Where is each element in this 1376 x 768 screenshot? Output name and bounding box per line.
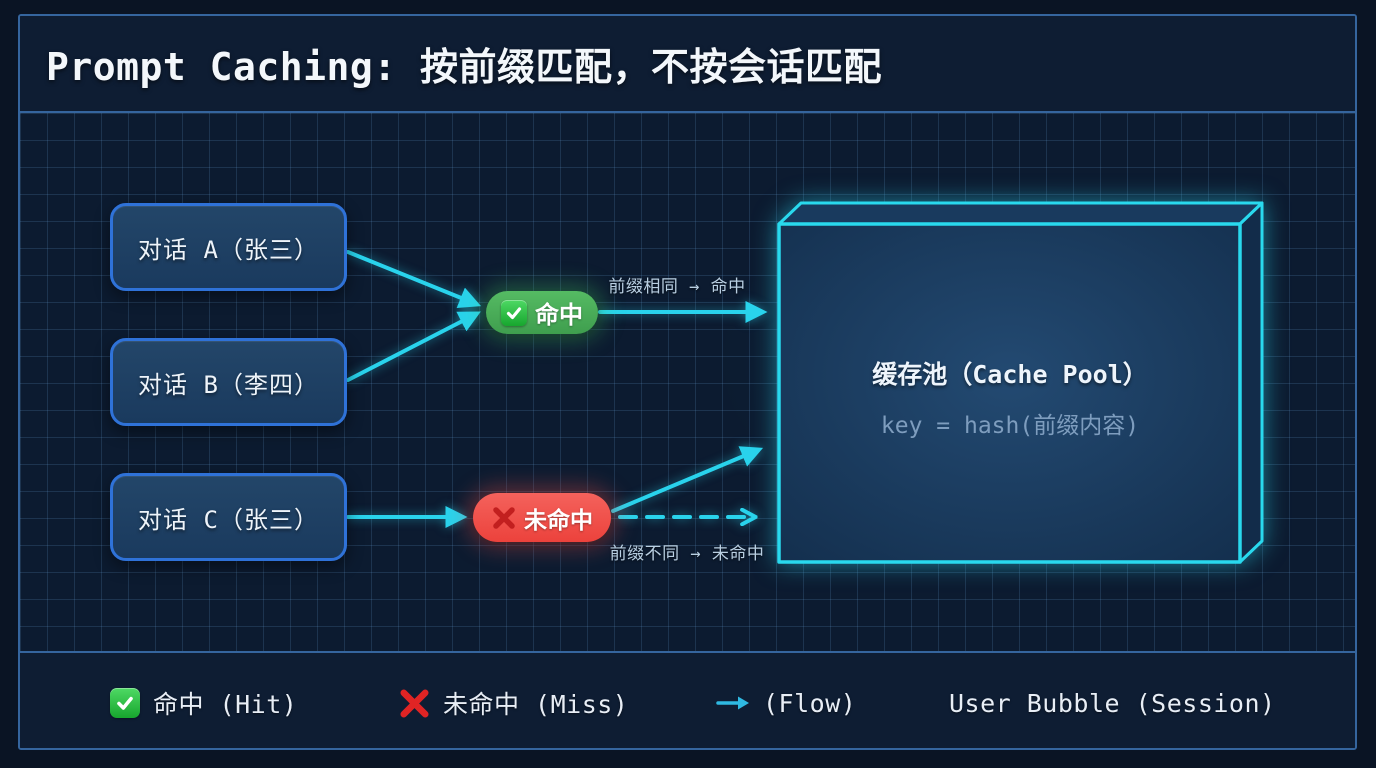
check-icon bbox=[501, 299, 527, 326]
session-box-a-label: 对话 A（张三） bbox=[138, 235, 319, 264]
x-icon bbox=[491, 505, 517, 531]
arrow-miss-to-pool-new bbox=[611, 446, 764, 513]
page-title: Prompt Caching: 按前缀匹配，不按会话匹配 bbox=[46, 45, 883, 89]
session-box-a: 对话 A（张三） bbox=[110, 203, 347, 291]
hit-badge-label: 命中 bbox=[535, 301, 583, 329]
title-bar: Prompt Caching: 按前缀匹配，不按会话匹配 bbox=[20, 16, 1355, 113]
hit-badge: 命中 bbox=[486, 291, 598, 334]
session-box-b: 对话 B（李四） bbox=[110, 338, 347, 426]
check-icon bbox=[110, 688, 140, 718]
flow-arrow-icon bbox=[716, 694, 750, 712]
legend-session-label: User Bubble (Session) bbox=[949, 688, 1276, 718]
cache-pool-title: 缓存池（Cache Pool） bbox=[872, 360, 1148, 389]
cache-pool-box bbox=[777, 201, 1264, 564]
legend-miss-label: 未命中 (Miss) bbox=[443, 690, 629, 719]
legend-flow-label: (Flow) bbox=[763, 688, 857, 718]
miss-badge: 未命中 bbox=[473, 493, 611, 542]
cache-pool-formula: key = hash(前缀内容) bbox=[880, 413, 1140, 439]
flow-label-hit: 前缀相同 → 命中 bbox=[608, 277, 746, 297]
legend-bar bbox=[20, 651, 1355, 748]
legend-item-session: User Bubble (Session) bbox=[949, 684, 1276, 722]
session-box-b-label: 对话 B（李四） bbox=[138, 370, 319, 399]
legend-item-miss: 未命中 (Miss) bbox=[399, 684, 628, 722]
flow-label-miss: 前缀不同 → 未命中 bbox=[609, 544, 765, 564]
legend-hit-label: 命中 (Hit) bbox=[153, 690, 298, 719]
legend-item-flow: (Flow) bbox=[716, 684, 856, 722]
x-icon bbox=[399, 688, 430, 719]
arrow-session-a-to-hit bbox=[346, 250, 482, 308]
session-box-c-label: 对话 C（张三） bbox=[138, 505, 319, 534]
miss-badge-label: 未命中 bbox=[524, 507, 593, 534]
session-box-c: 对话 C（张三） bbox=[110, 473, 347, 561]
arrow-session-b-to-hit bbox=[346, 311, 481, 382]
legend-item-hit: 命中 (Hit) bbox=[110, 684, 297, 722]
